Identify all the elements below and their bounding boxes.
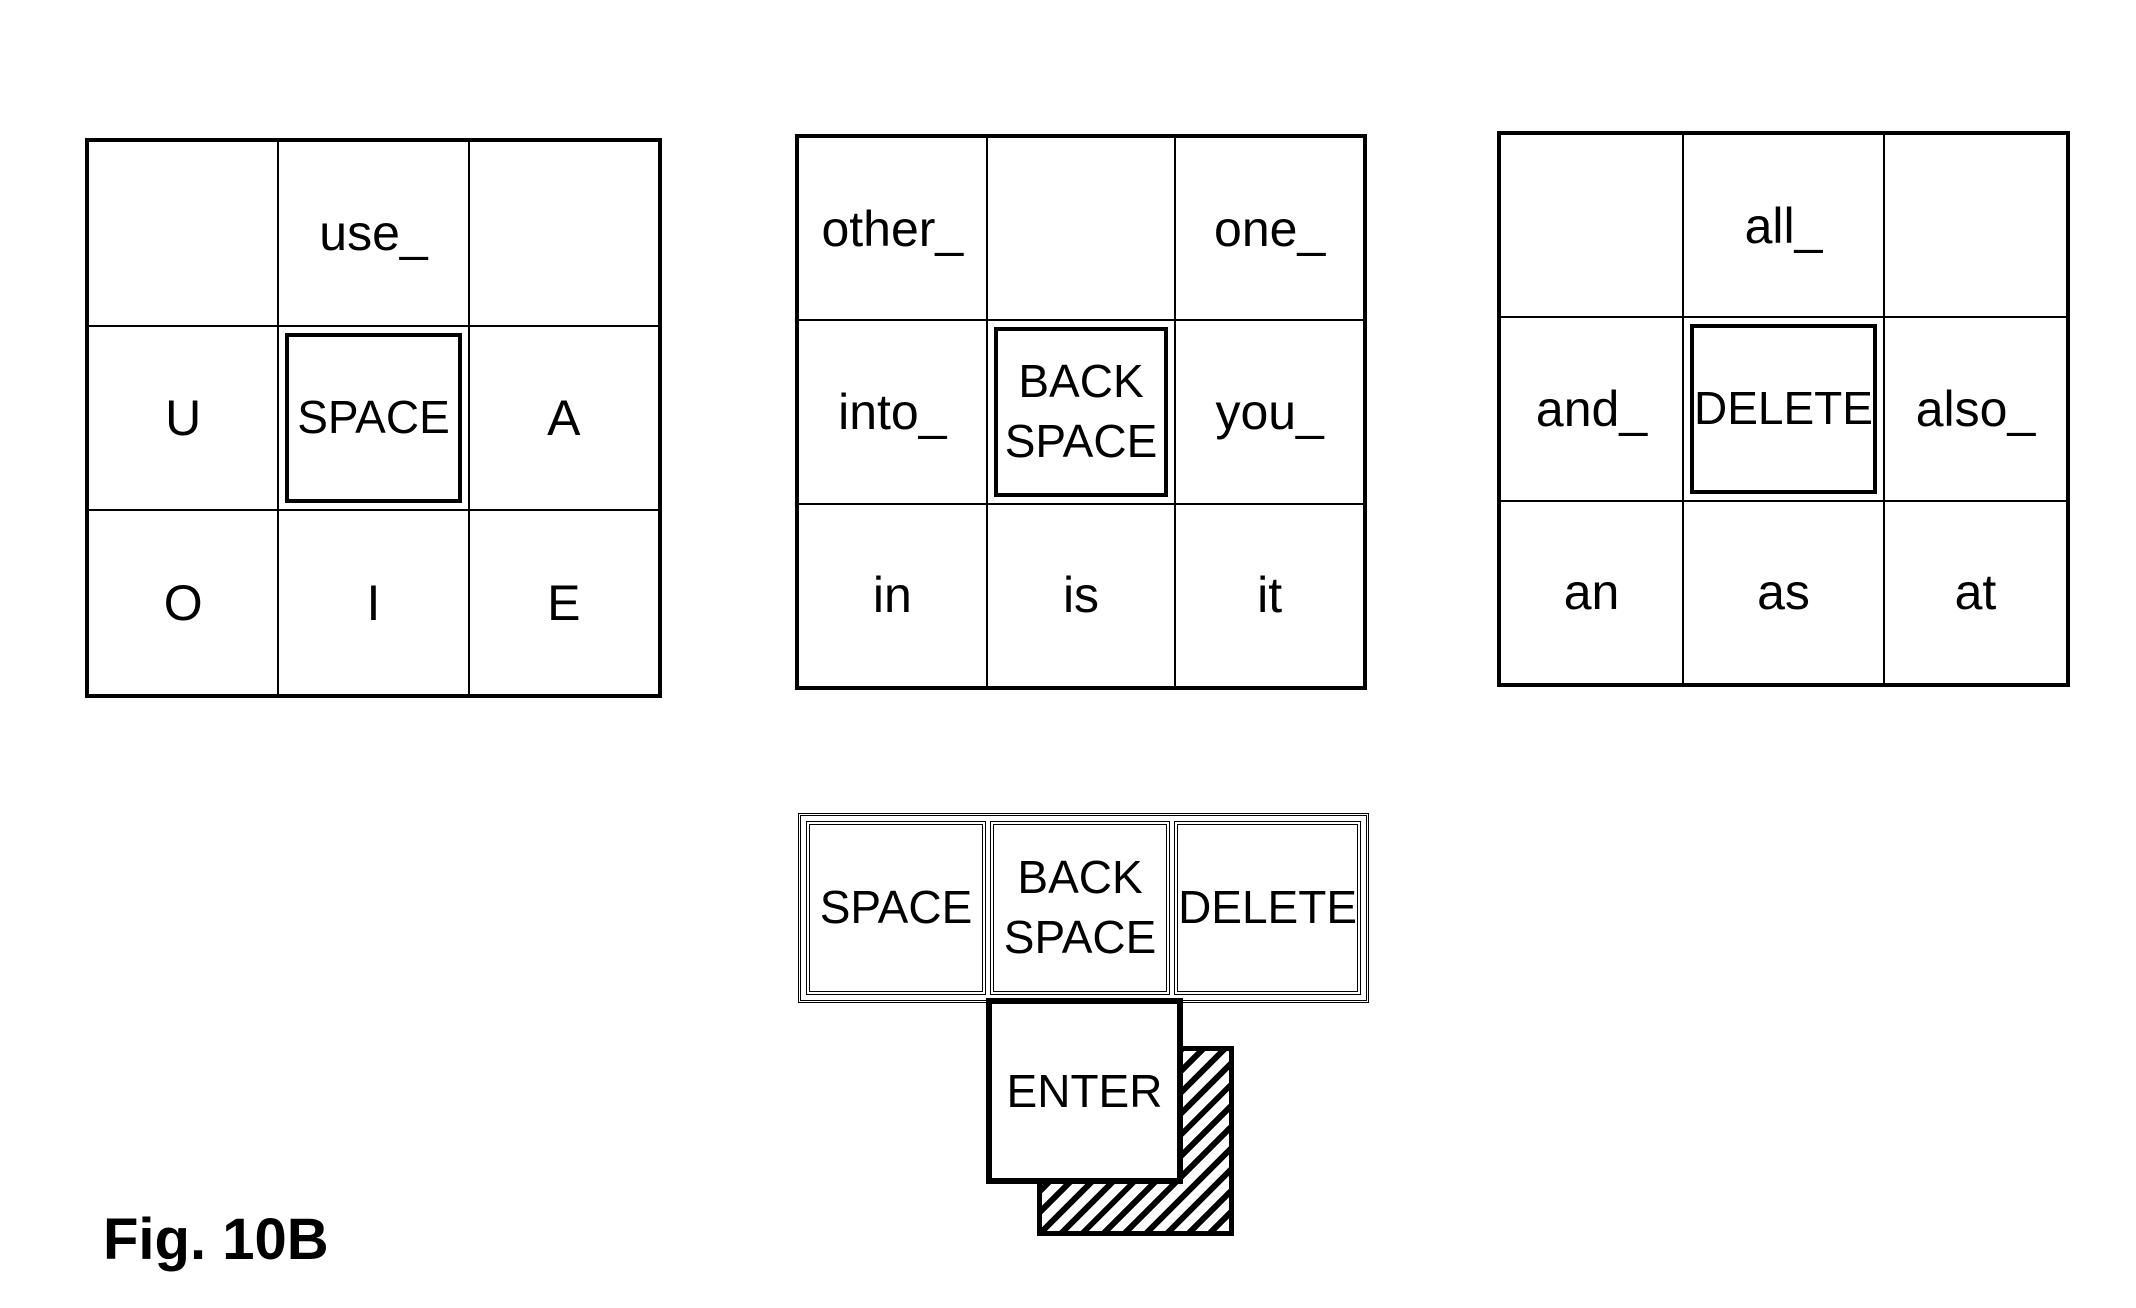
grid1-cell-a[interactable]: A <box>469 326 659 511</box>
grid2-cell-is[interactable]: is <box>987 504 1176 687</box>
grid3-cell-as[interactable]: as <box>1683 501 1884 684</box>
function-key-bar: SPACE BACK SPACE DELETE <box>798 813 1369 1003</box>
grid3-cell-also[interactable]: also_ <box>1884 317 2067 500</box>
keypad-grid-1: use_ U SPACE A O I E <box>85 138 662 698</box>
grid1-cell-e[interactable]: E <box>469 510 659 695</box>
grid2-cell-one[interactable]: one_ <box>1175 137 1364 320</box>
grid2-cell-other[interactable]: other_ <box>798 137 987 320</box>
grid2-cell-into[interactable]: into_ <box>798 320 987 503</box>
space-key[interactable]: SPACE <box>285 333 461 504</box>
figure-label: Fig. 10B <box>103 1206 329 1273</box>
grid2-center-cell: BACK SPACE <box>987 320 1176 503</box>
bar-delete-key[interactable]: DELETE <box>1174 821 1361 995</box>
grid1-cell-o[interactable]: O <box>88 510 278 695</box>
grid3-cell-0[interactable] <box>1500 134 1683 317</box>
keypad-grid-3: all_ and_ DELETE also_ an as at <box>1497 131 2070 687</box>
bar-space-key[interactable]: SPACE <box>806 821 986 995</box>
grid3-center-cell: DELETE <box>1683 317 1884 500</box>
grid1-cell-2[interactable] <box>469 141 659 326</box>
grid1-center-cell: SPACE <box>278 326 468 511</box>
grid3-cell-all[interactable]: all_ <box>1683 134 1884 317</box>
grid2-cell-in[interactable]: in <box>798 504 987 687</box>
grid2-cell-it[interactable]: it <box>1175 504 1364 687</box>
delete-key[interactable]: DELETE <box>1690 324 1877 493</box>
grid1-cell-i[interactable]: I <box>278 510 468 695</box>
grid1-cell-0[interactable] <box>88 141 278 326</box>
grid1-cell-u[interactable]: U <box>88 326 278 511</box>
grid1-cell-use[interactable]: use_ <box>278 141 468 326</box>
grid3-cell-2[interactable] <box>1884 134 2067 317</box>
keypad-grid-2: other_ one_ into_ BACK SPACE you_ in is … <box>795 134 1367 690</box>
grid3-cell-at[interactable]: at <box>1884 501 2067 684</box>
grid2-cell-1[interactable] <box>987 137 1176 320</box>
bar-backspace-key[interactable]: BACK SPACE <box>990 821 1170 995</box>
enter-key[interactable]: ENTER <box>986 998 1183 1184</box>
grid3-cell-an[interactable]: an <box>1500 501 1683 684</box>
grid3-cell-and[interactable]: and_ <box>1500 317 1683 500</box>
backspace-key[interactable]: BACK SPACE <box>994 327 1169 496</box>
grid2-cell-you[interactable]: you_ <box>1175 320 1364 503</box>
